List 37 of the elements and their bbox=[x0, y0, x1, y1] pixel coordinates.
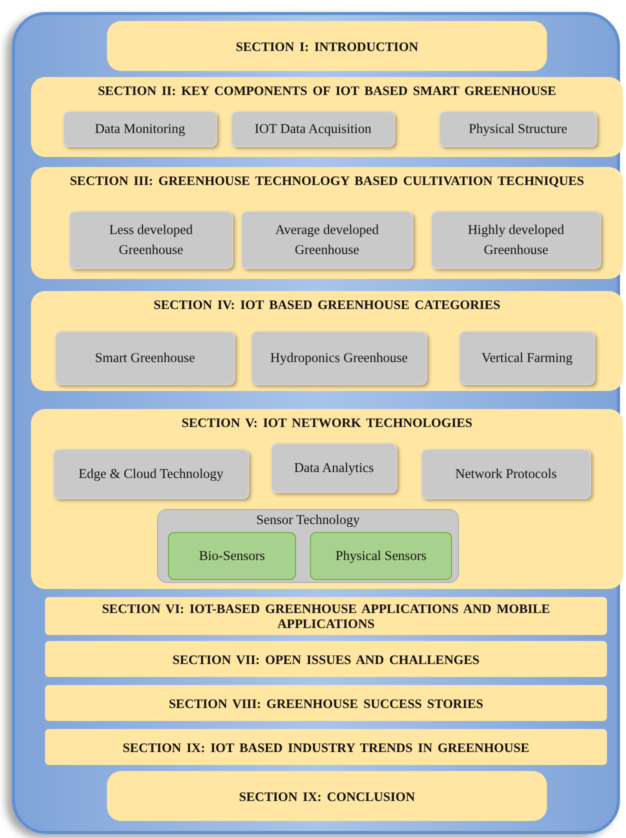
section-panel bbox=[31, 291, 623, 391]
topic-box: Edge & Cloud Technology bbox=[53, 449, 249, 499]
section-panel bbox=[45, 641, 607, 677]
section-panel bbox=[45, 597, 607, 635]
section-panel bbox=[31, 167, 623, 279]
topic-box: Smart Greenhouse bbox=[55, 331, 235, 385]
section-heading: SECTION I: INTRODUCTION bbox=[236, 38, 418, 54]
section-heading: SECTION IX: CONCLUSION bbox=[239, 788, 415, 804]
topic-box: Bio-Sensors bbox=[168, 532, 296, 580]
section-heading: SECTION IV: IOT BASED GREENHOUSE CATEGORIES bbox=[154, 297, 500, 312]
topic-box: Physical Sensors bbox=[310, 532, 452, 580]
topic-box: Vertical Farming bbox=[459, 331, 595, 385]
section-heading: SECTION IX: IOT BASED INDUSTRY TRENDS IN GREENHOUSE bbox=[122, 740, 530, 754]
topic-box: IOT Data Acquisition bbox=[231, 111, 395, 147]
section-panel bbox=[45, 729, 607, 765]
section-panel bbox=[107, 21, 547, 71]
topic-box: Physical Structure bbox=[439, 111, 597, 147]
outer-panel bbox=[12, 12, 620, 834]
topic-box: Data Analytics bbox=[271, 443, 397, 493]
topic-box: Highly developed Greenhouse bbox=[431, 211, 601, 269]
section-panel bbox=[45, 685, 607, 721]
section-panel bbox=[31, 409, 623, 589]
section-heading: SECTION III: GREENHOUSE TECHNOLOGY BASED CULTIVATION TECHNIQUES bbox=[70, 173, 584, 188]
section-heading: SECTION VII: OPEN ISSUES AND CHALLENGES bbox=[172, 652, 480, 666]
topic-box: Data Monitoring bbox=[63, 111, 217, 147]
section-heading: SECTION VIII: GREENHOUSE SUCCESS STORIES bbox=[168, 696, 484, 710]
topic-box: Network Protocols bbox=[421, 449, 591, 499]
section-panel bbox=[31, 77, 623, 157]
section-panel bbox=[107, 771, 547, 821]
topic-box: Average developed Greenhouse bbox=[241, 211, 413, 269]
section-heading: SECTION VI: IOT-BASED GREENHOUSE APPLICATIONS AND MOBILE APPLICATIONS bbox=[100, 601, 552, 631]
group-panel bbox=[157, 509, 459, 583]
group-label: Sensor Technology bbox=[256, 512, 360, 528]
topic-box: Hydroponics Greenhouse bbox=[251, 331, 427, 385]
section-heading: SECTION V: IOT NETWORK TECHNOLOGIES bbox=[182, 415, 472, 430]
topic-box: Less developed Greenhouse bbox=[69, 211, 233, 269]
section-heading: SECTION II: KEY COMPONENTS OF IOT BASED SMART GREENHOUSE bbox=[98, 83, 556, 98]
